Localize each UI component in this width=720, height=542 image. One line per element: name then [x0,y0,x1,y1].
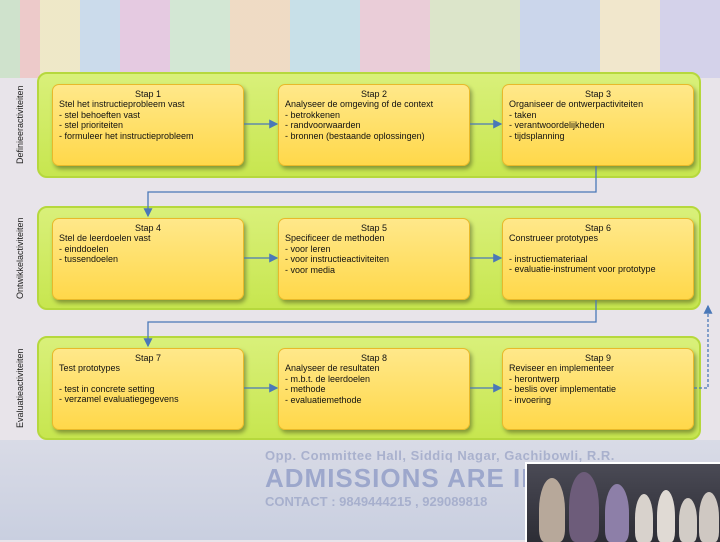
classroom-photo [525,462,720,542]
step-box-9: Stap 9 Reviseer en implementeer - heront… [502,348,694,430]
step-heading: Stel het instructieprobleem vast [59,99,185,110]
step-line: - beslis over implementatie [509,384,617,395]
step-title: Stap 8 [360,353,388,363]
step-line: - methode [285,384,326,395]
step-line: - voor media [285,264,336,275]
step-line: - einddoelen [59,243,109,254]
step-line: - stel behoeften vast [59,109,141,120]
step-line: - bronnen (bestaande oplossingen) [285,130,425,141]
banner-line-1: Opp. Committee Hall, Siddiq Nagar, Gachi… [265,448,615,463]
step-heading: Specificeer de methoden [285,233,385,244]
step-line-spacer [509,244,687,254]
step-line: - m.b.t. de leerdoelen [285,373,371,384]
step-title: Stap 7 [134,353,162,363]
step-line: - voor leren [285,243,331,254]
phase-label-define: Definieeractiviteiten [15,85,25,165]
step-title: Stap 9 [584,353,612,363]
step-box-3: Stap 3 Organiseer de ontwerpactiviteiten… [502,84,694,166]
step-title: Stap 1 [134,89,162,99]
step-line: - verantwoordelijkheden [509,120,605,131]
step-line: - verzamel evaluatiegegevens [59,394,179,405]
step-line: - tussendoelen [59,254,119,265]
step-line: - betrokkenen [285,109,341,120]
step-box-4: Stap 4 Stel de leerdoelen vast - einddoe… [52,218,244,300]
step-line: - invoering [509,394,552,405]
step-line: - test in concrete setting [59,383,155,394]
step-line: - stel prioriteiten [59,120,124,131]
step-heading: Construeer prototypes [509,233,599,244]
step-heading: Stel de leerdoelen vast [59,233,151,244]
step-heading: Analyseer de resultaten [285,363,380,374]
step-line: - evaluatiemethode [285,394,362,405]
step-box-2: Stap 2 Analyseer de omgeving of de conte… [278,84,470,166]
phase-label-develop: Ontwikkelactiviteiten [15,217,25,299]
step-line: - herontwerp [509,373,560,384]
background-banner: Opp. Committee Hall, Siddiq Nagar, Gachi… [265,448,615,509]
phase-label-evaluate: Evaluatieactiviteiten [15,348,25,428]
step-box-5: Stap 5 Specificeer de methoden - voor le… [278,218,470,300]
step-line: - evaluatie-instrument voor prototype [509,264,656,275]
step-line: - tijdsplanning [509,130,565,141]
step-heading: Organiseer de ontwerpactiviteiten [509,99,644,110]
step-line: - voor instructieactiviteiten [285,254,390,265]
step-title: Stap 5 [360,223,388,233]
banner-line-3: CONTACT : 9849444215 , 929089818 [265,494,488,509]
step-line: - formuleer het instructieprobleem [59,130,194,141]
step-heading: Reviseer en implementeer [509,363,615,374]
step-heading: Test prototypes [59,363,121,374]
step-heading: Analyseer de omgeving of de context [285,99,434,110]
step-box-1: Stap 1 Stel het instructieprobleem vast … [52,84,244,166]
step-line-spacer [59,374,237,384]
step-title: Stap 4 [134,223,162,233]
step-title: Stap 3 [584,89,612,99]
step-line: - instructiemateriaal [509,253,588,264]
step-box-7: Stap 7 Test prototypes - test in concret… [52,348,244,430]
step-box-8: Stap 8 Analyseer de resultaten - m.b.t. … [278,348,470,430]
background-photo-top [0,0,720,78]
step-box-6: Stap 6 Construeer prototypes - instructi… [502,218,694,300]
step-title: Stap 6 [584,223,612,233]
step-title: Stap 2 [360,89,388,99]
step-line: - taken [509,109,537,120]
step-line: - randvoorwaarden [285,120,361,131]
